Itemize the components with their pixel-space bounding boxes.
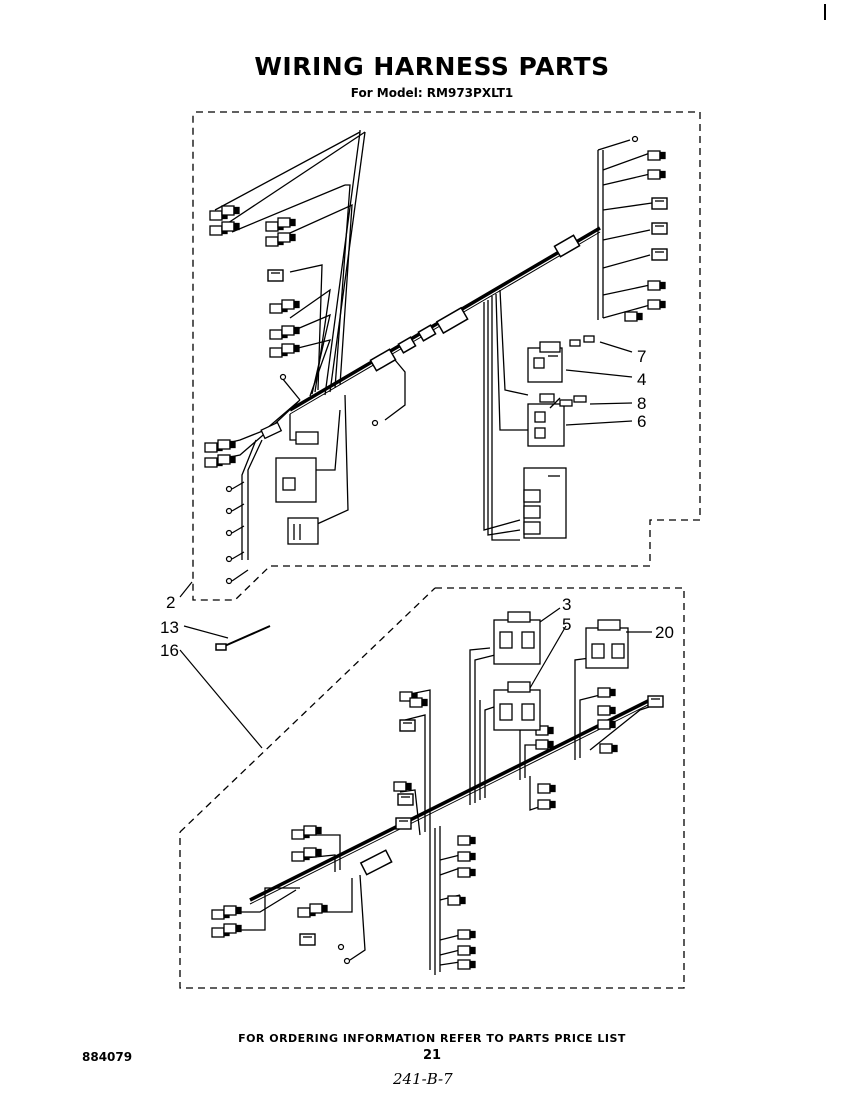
callout-4: 4 <box>637 370 646 389</box>
lower-harness-outline <box>179 587 685 989</box>
page-edge-mark <box>824 4 826 20</box>
part-20-terminal-block <box>585 619 629 669</box>
lower-main-trunk <box>249 698 651 902</box>
callout-13: 13 <box>160 618 179 637</box>
part-5-terminal-block <box>493 681 541 731</box>
leader-16 <box>179 649 263 749</box>
part-6-terminal-block <box>527 397 565 447</box>
upper-harness-outline <box>192 111 701 601</box>
upper-sleeve-b <box>435 306 469 335</box>
callout-2: 2 <box>166 593 175 612</box>
handwritten-note: 241-B-7 <box>393 1070 453 1088</box>
page-title: WIRING HARNESS PARTS <box>254 52 610 81</box>
model-subtitle: For Model: RM973PXLT1 <box>350 86 514 100</box>
part-13-wire-strip <box>215 625 271 651</box>
leader-2 <box>179 581 193 598</box>
upper-large-terminal-block <box>523 467 567 539</box>
leader-13 <box>183 625 229 639</box>
part-3-terminal-block <box>493 611 541 665</box>
part-7-connector <box>569 335 595 347</box>
callout-20: 20 <box>655 623 674 642</box>
part-4-terminal-block <box>527 341 563 383</box>
upper-sleeve-c <box>553 234 581 258</box>
callout-3: 3 <box>562 595 571 614</box>
callout-16: 16 <box>160 641 179 660</box>
ordering-note: FOR ORDERING INFORMATION REFER TO PARTS … <box>238 1032 626 1045</box>
upper-control-block <box>275 457 317 503</box>
part-8-connector <box>539 393 587 407</box>
lower-sleeve <box>359 849 393 876</box>
upper-sleeve-a <box>369 348 397 372</box>
upper-harness-assembly <box>192 111 701 601</box>
lower-harness-assembly <box>179 587 685 989</box>
callout-8: 8 <box>637 394 646 413</box>
callout-7: 7 <box>637 347 646 366</box>
callout-6: 6 <box>637 412 646 431</box>
page-number: 21 <box>422 1048 442 1063</box>
callout-5: 5 <box>562 615 571 634</box>
document-number: 884079 <box>82 1050 133 1064</box>
